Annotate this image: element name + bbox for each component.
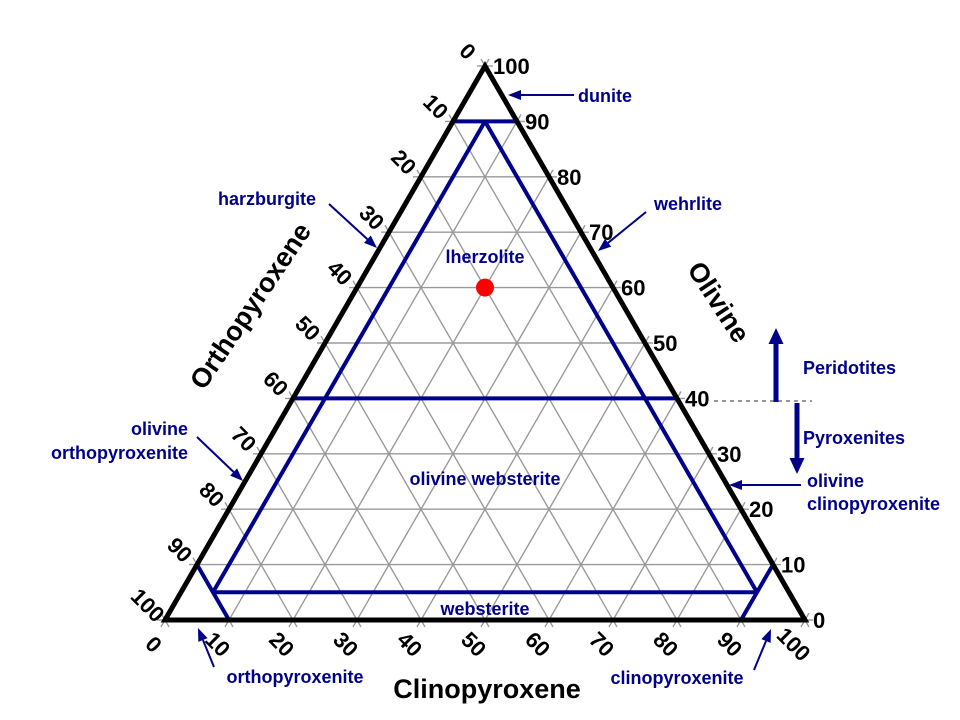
- orthopyroxenite-arrow-shaft: [202, 639, 215, 668]
- bottom-axis-tick: 60: [520, 627, 555, 662]
- grid-line: [256, 446, 362, 628]
- bottom-axis-tick: 20: [264, 627, 299, 662]
- bottom-axis-tick: 10: [200, 627, 235, 662]
- right-axis-tick: 80: [557, 165, 581, 190]
- left-axis-tick: 60: [258, 366, 293, 401]
- right-axis-tick: 30: [717, 442, 741, 467]
- boundary-layer: [195, 119, 775, 622]
- bottom-axis-tick: 90: [712, 627, 747, 662]
- edge-layer: [160, 61, 810, 623]
- left-axis-tick: 0: [454, 38, 480, 64]
- olivine-clinopyroxenite-arrow-head: [729, 480, 742, 490]
- grid-line: [352, 224, 586, 628]
- left-axis-tick: 40: [322, 255, 357, 290]
- orthopyroxenite-arrow-head: [198, 628, 208, 642]
- bottom-axis-tick: 0: [140, 631, 166, 657]
- field-label-olivine-websterite: olivine websterite: [409, 469, 560, 489]
- right-axis-tick: 100: [493, 54, 530, 79]
- right-axis-tick: 70: [589, 220, 613, 245]
- clinopyroxenite-arrow-shaft: [753, 640, 767, 671]
- grid-line: [480, 335, 650, 628]
- bottom-axis-tick: 80: [648, 627, 683, 662]
- clinopyroxene-5-line: [211, 120, 487, 594]
- right-axis-tick: 60: [621, 276, 645, 301]
- orthopyroxene-5-line: [483, 120, 759, 594]
- right-axis-tick: 50: [653, 331, 677, 356]
- right-axis-tick: 40: [685, 386, 709, 411]
- axis-title-olivine: Olivine: [681, 256, 755, 348]
- right-axis-tick: 10: [781, 553, 805, 578]
- grid-line: [288, 391, 426, 628]
- left-axis-tick: 10: [418, 89, 453, 124]
- left-axis-tick: 80: [194, 477, 229, 512]
- triangle-edges: [160, 61, 810, 623]
- grid-line: [384, 224, 618, 628]
- grid-line: [544, 391, 682, 628]
- harzburgite-arrow-head: [364, 235, 377, 248]
- bottom-axis-tick: 50: [456, 627, 491, 662]
- clinopyroxene-90-line: [739, 563, 775, 622]
- bottom-axis-tick: 30: [328, 627, 363, 662]
- olivine-orthopyroxenite-arrow-head: [230, 468, 243, 481]
- grid-line: [224, 114, 522, 628]
- field-label-harzburgite: harzburgite: [218, 189, 316, 209]
- harzburgite-arrow-shaft: [328, 203, 369, 240]
- field-label-websterite: websterite: [439, 599, 529, 619]
- bottom-axis-tick: 70: [584, 627, 619, 662]
- field-label-orthopyroxenite: orthopyroxenite: [226, 667, 363, 687]
- left-axis-tick: 50: [290, 311, 325, 346]
- point-layer: [476, 278, 494, 297]
- grid-line: [352, 280, 554, 628]
- right-axis-tick: 90: [525, 109, 549, 134]
- field-label-olivine-clinopyroxenite: olivine: [807, 471, 864, 491]
- axis-title-orthopyroxene: Orthopyroxene: [184, 217, 317, 394]
- field-label-olivine-orthopyroxenite: orthopyroxenite: [51, 443, 188, 463]
- label-layer: dunite harzburgite wehrlite lherzolite olivi…: [51, 86, 940, 688]
- clinopyroxenite-arrow-head: [761, 629, 771, 643]
- grid-line: [672, 501, 746, 628]
- bottom-axis-tick: 100: [772, 623, 816, 667]
- bottom-axis-tick: 40: [392, 627, 427, 662]
- olivine-orthopyroxenite-arrow-shaft: [196, 436, 235, 473]
- arrow-layer: [196, 90, 805, 671]
- orthopyroxene-90-line: [195, 563, 231, 622]
- field-label-olivine-clinopyroxenite: clinopyroxenite: [807, 494, 940, 514]
- grid-line: [224, 501, 298, 628]
- grid-line: [416, 280, 618, 628]
- grid-line: [320, 335, 490, 628]
- wehrlite-arrow-head: [598, 238, 612, 251]
- field-label-dunite: dunite: [578, 86, 632, 106]
- dunite-arrow-head: [508, 90, 521, 100]
- grid-line: [448, 114, 746, 628]
- left-axis-tick: 70: [226, 422, 261, 457]
- field-label-lherzolite: lherzolite: [445, 247, 524, 267]
- group-label-pyroxenites: Pyroxenites: [803, 428, 905, 448]
- right-axis-tick: 20: [749, 497, 773, 522]
- group-label-peridotites: Peridotites: [803, 358, 896, 378]
- field-label-wehrlite: wehrlite: [653, 194, 722, 214]
- field-label-olivine-orthopyroxenite: olivine: [131, 419, 188, 439]
- wehrlite-arrow-shaft: [607, 211, 647, 244]
- left-axis-tick: 20: [386, 145, 421, 180]
- peridotites-arrow-head: [768, 328, 784, 344]
- right-axis-tick: 0: [813, 608, 825, 633]
- pyroxenites-arrow-head: [789, 458, 805, 474]
- grid-line: [608, 446, 714, 628]
- sample-point: [476, 278, 494, 297]
- left-axis-tick: 90: [162, 532, 197, 567]
- left-axis-tick: 30: [354, 200, 389, 235]
- grid-layer: [157, 58, 813, 628]
- axis-title-clinopyroxene: Clinopyroxene: [393, 674, 581, 704]
- field-label-clinopyroxenite: clinopyroxenite: [610, 668, 743, 688]
